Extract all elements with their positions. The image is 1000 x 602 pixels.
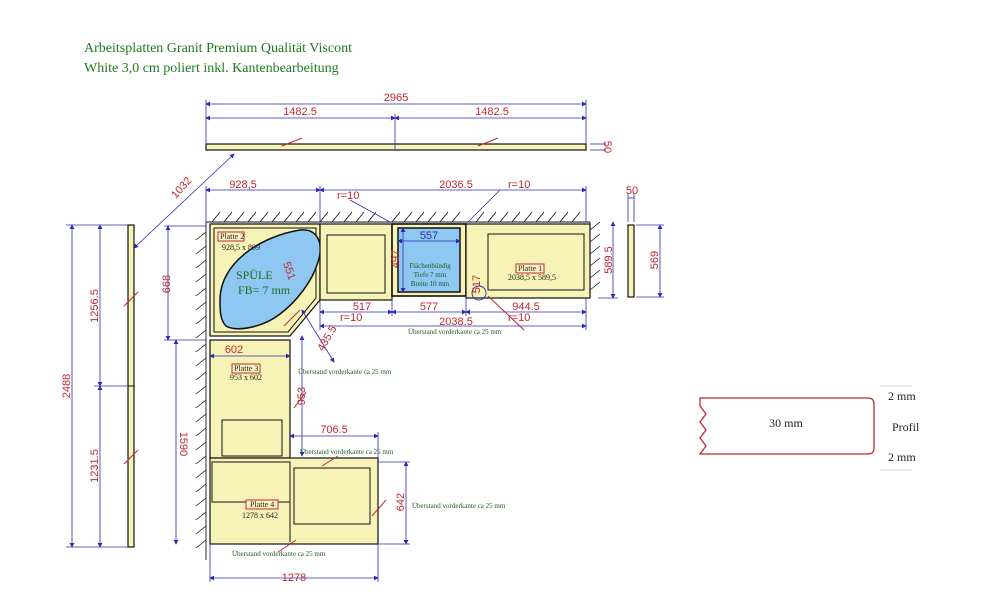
top-strip-slab	[205, 143, 587, 151]
plate-1-size: 2038,5 x 589,5	[508, 273, 556, 282]
dim-944-5: 944.5	[512, 301, 540, 313]
dim-569: 569	[649, 251, 661, 269]
right-strip-slab	[627, 224, 635, 298]
dim-517-h: 517	[353, 301, 371, 313]
plate-2-name: Platte 2	[220, 232, 244, 241]
dim-r10-a: r=10	[337, 190, 359, 202]
flaechen-line-3: Breite 10 mm	[411, 280, 450, 288]
profile-top-chamfer: 2 mm	[888, 389, 916, 403]
profile-label: Profil	[892, 420, 920, 434]
dim-top-thickness: 50	[601, 141, 613, 153]
dim-1256-5: 1256.5	[89, 289, 101, 323]
dim-r10-d: r=10	[508, 312, 530, 324]
plate-3: 602 Platte 3 953 x 602 953 Überstand vor…	[209, 335, 392, 459]
sink-basin	[219, 229, 321, 330]
dim-1032: 1032	[169, 175, 194, 201]
profile-bottom-chamfer: 2 mm	[888, 450, 916, 464]
upper-run-lower-dims: 517 577 944.5 2038.5 r=10 r=10 Überstand…	[283, 295, 587, 363]
note-ueberstand-5: Überstand vorderkante ca 25 mm	[232, 550, 326, 558]
middle-slab	[319, 223, 393, 301]
plate-3-size: 953 x 602	[230, 373, 262, 382]
dim-side-thickness: 50	[626, 185, 638, 197]
dim-r10-c: r=10	[340, 312, 362, 324]
dim-top-half-right: 1482.5	[475, 106, 509, 118]
dim-2036-5: 2036.5	[439, 179, 473, 191]
dim-435-5: 435.5	[315, 324, 339, 354]
dim-2038-5: 2038.5	[439, 316, 473, 328]
plate-1-slab	[465, 223, 591, 299]
note-ueberstand-4: Überstand vorderkante ca 25 mm	[412, 502, 506, 510]
plate-1-badge	[515, 263, 545, 274]
plate-3-name: Platte 3	[234, 364, 258, 373]
right-side-view: 50 589.5 569	[598, 185, 664, 299]
dim-r10-b: r=10	[508, 179, 530, 191]
profile-thickness: 30 mm	[769, 416, 803, 430]
plate-2: Platte 2 928,5 x 899 SPÜLE FB= 7 mm 551	[209, 223, 321, 337]
plate-4-badge	[245, 499, 279, 510]
plate-4: Platte 4 1278 x 642 706.5 Überstand vord…	[209, 424, 506, 584]
middle-slab-body	[319, 223, 393, 301]
plate-4-size: 1278 x 642	[242, 511, 278, 520]
plate-1-name: Platte 1	[518, 264, 542, 273]
dim-642: 642	[395, 493, 407, 511]
top-strip-view: 2965 1482.5 1482.5 50	[205, 92, 613, 153]
profile-outline	[698, 397, 875, 455]
dim-517-v: 517	[471, 275, 483, 293]
dim-602: 602	[225, 344, 243, 356]
dim-497: 497	[390, 250, 402, 268]
dim-706-5: 706.5	[320, 424, 348, 436]
plate-2-size: 928,5 x 899	[222, 243, 260, 252]
dim-1278: 1278	[282, 572, 306, 584]
note-ueberstand-2: Überstand vorderkante ca 25 mm	[298, 368, 392, 376]
dim-top-total: 2965	[384, 92, 408, 104]
drawing-title-line-2: White 3,0 cm poliert inkl. Kantenbearbei…	[84, 61, 339, 76]
note-ueberstand-3: Überstand vorderkante ca 25 mm	[300, 448, 394, 456]
plate-1: Platte 1 2038,5 x 589,5 517	[465, 223, 591, 301]
flaechen-line-2: Tiefe 7 mm	[414, 271, 447, 279]
plate-4-name: Platte 4	[250, 500, 274, 509]
dim-1590: 1590	[177, 432, 189, 456]
plate-3-badge	[231, 363, 261, 374]
edge-profile-detail: 30 mm 2 mm Profil 2 mm	[698, 385, 920, 471]
dim-551: 551	[280, 260, 298, 281]
dim-557: 557	[420, 230, 438, 242]
dim-589-5: 589.5	[603, 246, 615, 274]
dim-668: 668	[161, 275, 173, 293]
dim-1231-5: 1231.5	[89, 449, 101, 483]
sink-label: SPÜLE	[236, 268, 273, 282]
sink-fb-label: FB= 7 mm	[238, 283, 291, 297]
plate-3-slab	[209, 339, 291, 459]
left-dims: 668 1590 2488 1256.5 1231.5	[61, 224, 206, 548]
flaechen-line-1: Flächenbündig	[409, 262, 451, 270]
dim-928-5: 928,5	[229, 179, 257, 191]
cooktop-recess: 557 497 Flächenbündig Tiefe 7 mm Breite …	[390, 223, 467, 297]
dim-2488: 2488	[61, 374, 73, 398]
drawing-title-line-1: Arbeitsplatten Granit Premium Qualität V…	[84, 41, 352, 56]
dim-top-half-left: 1482.5	[283, 106, 317, 118]
note-ueberstand-1: Überstand vorderkante ca 25 mm	[408, 328, 502, 336]
dim-577: 577	[420, 301, 438, 313]
